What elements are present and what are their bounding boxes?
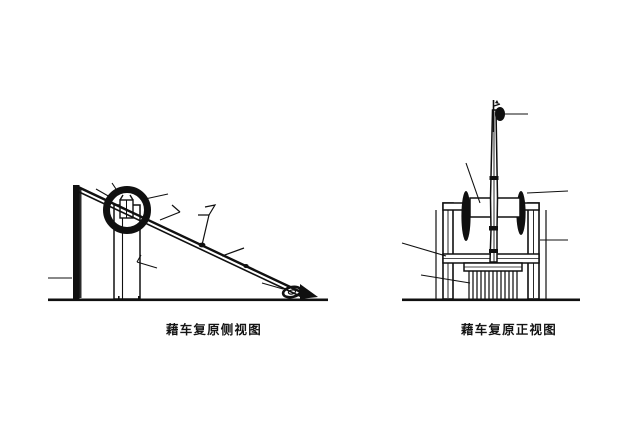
inclined-beam: [75, 184, 304, 299]
upright-column: [113, 204, 141, 300]
ground-line-left: [48, 298, 328, 302]
central-mast: [489, 109, 499, 263]
leader-column: [136, 254, 158, 269]
frame-outer-posts: [435, 210, 547, 299]
ground-ticks-left: [118, 296, 140, 299]
ground-line-right: [402, 298, 580, 302]
side-view-panel: [48, 182, 328, 302]
leader-wheel: [95, 182, 169, 200]
bristle-base: [468, 271, 518, 299]
caption-front-view: 藉车复原正视图: [461, 322, 557, 337]
mast-finial-flag: [492, 100, 505, 132]
front-view-panel: [401, 100, 580, 302]
left-wheel: [461, 191, 471, 241]
leader-bristle: [420, 274, 471, 284]
leader-right-wheel: [526, 190, 569, 194]
frame-upright-left: [442, 202, 454, 300]
vertical-black-post: [73, 185, 82, 299]
base-plate: [463, 262, 523, 272]
caption-side-view: 藉车复原侧视图: [166, 322, 262, 337]
beam-roller-foot: [281, 284, 318, 299]
pulley-wheel: [103, 186, 151, 234]
leader-roller: [261, 282, 284, 290]
leader-beam: [159, 204, 245, 257]
frame-guides: [452, 263, 529, 299]
leader-cross-beam: [401, 242, 447, 257]
frame-upright-right: [527, 202, 540, 300]
leader-hub: [465, 162, 481, 204]
